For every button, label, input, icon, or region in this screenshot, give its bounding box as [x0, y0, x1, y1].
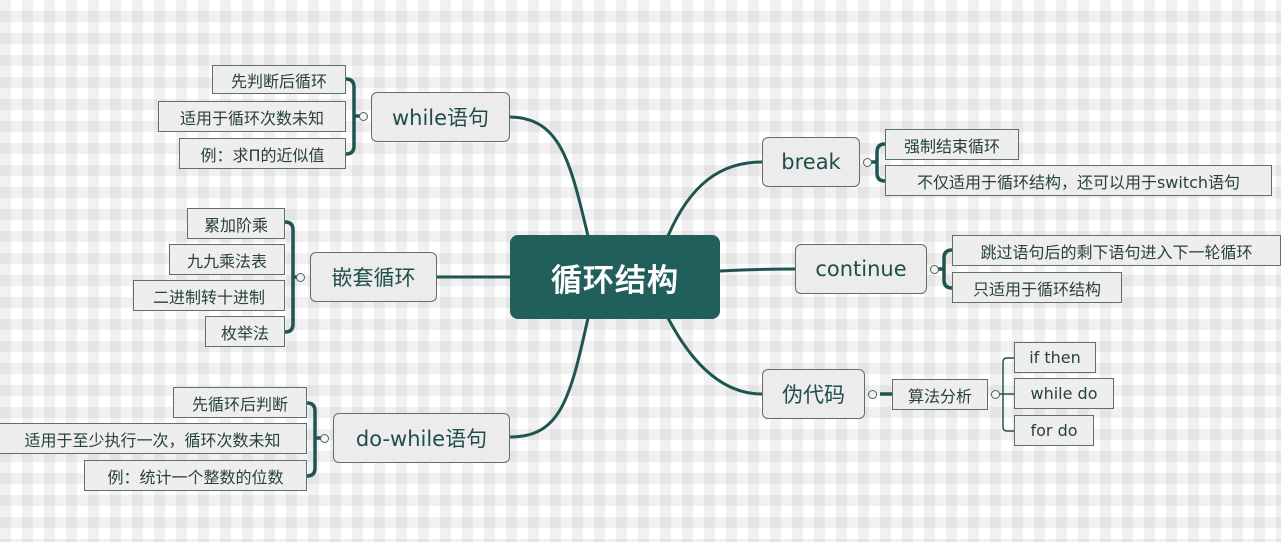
leaf-dowhile-3[interactable]: 例：统计一个整数的位数: [84, 460, 307, 491]
leaf-nested-3[interactable]: 二进制转十进制: [133, 280, 285, 311]
leaf-label: 枚举法: [220, 323, 269, 343]
leaf-label: while do: [1030, 384, 1098, 403]
leaf-label: 例：统计一个整数的位数: [107, 467, 284, 487]
leaf-pseudo-1[interactable]: if then: [1014, 342, 1096, 373]
connector-pseudocode: [666, 316, 764, 396]
leaf-label: 跳过语句后的剩下语句进入下一轮循环: [980, 242, 1253, 262]
root-node[interactable]: 循环结构: [510, 235, 720, 319]
collapse-toggle-nested[interactable]: [296, 273, 305, 282]
leaf-label: if then: [1029, 348, 1081, 367]
branch-pseudocode-label: 伪代码: [782, 383, 845, 407]
leaf-while-1[interactable]: 先判断后循环: [212, 65, 346, 94]
leaf-continue-2[interactable]: 只适用于循环结构: [952, 272, 1122, 303]
branch-nested-label: 嵌套循环: [331, 266, 416, 290]
leaf-label: 先循环后判断: [191, 394, 288, 414]
branch-break[interactable]: break: [762, 137, 860, 187]
leaf-pseudo-2[interactable]: while do: [1014, 378, 1114, 409]
connector-while: [508, 115, 590, 238]
leaf-dowhile-2[interactable]: 适用于至少执行一次，循环次数未知: [0, 423, 307, 454]
leaf-label: 二进制转十进制: [152, 287, 265, 307]
leaf-nested-1[interactable]: 累加阶乘: [187, 208, 285, 239]
collapse-toggle-dowhile[interactable]: [320, 434, 329, 443]
branch-while-label: while语句: [391, 106, 490, 130]
branch-pseudocode[interactable]: 伪代码: [762, 369, 865, 419]
branch-dowhile[interactable]: do-while语句: [333, 413, 510, 463]
sub-algorithm-analysis[interactable]: 算法分析: [892, 379, 988, 410]
leaf-label: 先判断后循环: [230, 71, 327, 91]
leaf-continue-1[interactable]: 跳过语句后的剩下语句进入下一轮循环: [952, 235, 1281, 266]
leaf-label: 不仅适用于循环结构，还可以用于switch语句: [916, 172, 1241, 192]
leaf-break-1[interactable]: 强制结束循环: [885, 129, 1019, 160]
leaf-label: 算法分析: [907, 386, 972, 406]
connector-dowhile: [508, 316, 590, 439]
leaf-break-2[interactable]: 不仅适用于循环结构，还可以用于switch语句: [885, 165, 1272, 196]
leaf-nested-4[interactable]: 枚举法: [205, 316, 285, 347]
branch-continue[interactable]: continue: [795, 244, 927, 294]
leaf-label: 例：求Π的近似值: [200, 145, 325, 165]
leaf-dowhile-1[interactable]: 先循环后判断: [173, 387, 307, 418]
collapse-toggle-pseudocode[interactable]: [868, 390, 877, 399]
branch-continue-label: continue: [815, 257, 907, 281]
leaf-label: for do: [1030, 421, 1078, 440]
leaf-while-3[interactable]: 例：求Π的近似值: [179, 138, 346, 169]
leaf-label: 只适用于循环结构: [972, 279, 1101, 299]
collapse-toggle-break[interactable]: [863, 158, 872, 167]
connector-continue: [718, 267, 797, 273]
connector-break: [666, 160, 764, 238]
branch-while[interactable]: while语句: [371, 92, 510, 142]
leaf-label: 适用于至少执行一次，循环次数未知: [24, 430, 281, 450]
collapse-toggle-while[interactable]: [359, 112, 368, 121]
leaf-label: 累加阶乘: [203, 215, 268, 235]
root-label: 循环结构: [551, 262, 679, 299]
leaf-label: 九九乘法表: [186, 251, 267, 271]
collapse-toggle-continue[interactable]: [930, 265, 939, 274]
leaf-while-2[interactable]: 适用于循环次数未知: [158, 101, 346, 132]
branch-nested[interactable]: 嵌套循环: [310, 252, 437, 302]
collapse-toggle-algorithm-analysis[interactable]: [991, 390, 1000, 399]
leaf-label: 适用于循环次数未知: [179, 108, 324, 128]
leaf-pseudo-3[interactable]: for do: [1014, 415, 1094, 446]
leaf-nested-2[interactable]: 九九乘法表: [169, 244, 285, 275]
branch-break-label: break: [781, 150, 841, 174]
branch-dowhile-label: do-while语句: [355, 427, 488, 451]
leaf-label: 强制结束循环: [903, 136, 1000, 156]
